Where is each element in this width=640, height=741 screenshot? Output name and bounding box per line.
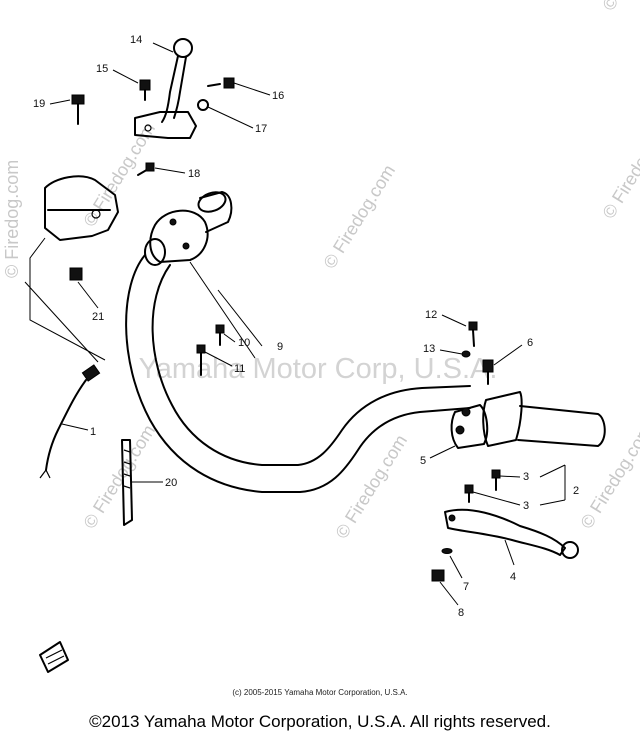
callout-2: 2: [573, 485, 579, 497]
callout-8: 8: [458, 607, 464, 619]
holder-screws: [196, 324, 225, 376]
callout-6: 6: [527, 337, 533, 349]
reference-corner-icon: [39, 641, 69, 673]
callout-12: 12: [425, 309, 437, 321]
callout-3-upper: 3: [523, 471, 529, 483]
callout-9: 9: [277, 341, 283, 353]
callout-3-lower: 3: [523, 500, 529, 512]
watermark-firedog-top-right: © Firedog.com: [598, 0, 640, 14]
callout-18: 18: [188, 168, 200, 180]
callout-20: 20: [165, 477, 177, 489]
callout-labels: 14 15 16 17 19 18 21 10 9 11 1 20 12 13 …: [33, 34, 579, 619]
callout-11: 11: [234, 363, 245, 375]
callout-16: 16: [272, 90, 284, 102]
firedog-watermarks: © Firedog.com © Firedog.com © Firedog.co…: [2, 0, 640, 542]
lever-holder-assembly: [450, 391, 606, 449]
watermark-yamaha: Yamaha Motor Corp, U.S.A.: [139, 353, 498, 385]
callout-10: 10: [238, 337, 250, 349]
callout-4: 4: [510, 571, 516, 583]
watermark-firedog-upper-center: © Firedog.com: [319, 161, 399, 272]
right-fasteners: [431, 321, 501, 582]
watermark-firedog-upper-right: © Firedog.com: [598, 111, 640, 222]
throttle-cable: [39, 364, 101, 479]
callout-21: 21: [92, 311, 104, 323]
watermark-firedog-lower-center: © Firedog.com: [331, 431, 411, 542]
callout-13: 13: [423, 343, 435, 355]
lever: [444, 508, 579, 559]
callout-1: 1: [90, 426, 96, 438]
watermark-firedog-lower-right: © Firedog.com: [576, 421, 640, 532]
throttle-grip-assembly: [144, 191, 233, 266]
small-copyright: (c) 2005-2015 Yamaha Motor Corporation, …: [232, 688, 408, 697]
left-bracket-assembly: [44, 94, 155, 281]
handlebar: [125, 254, 471, 493]
callout-7: 7: [463, 581, 469, 593]
leader-lines: [24, 42, 566, 606]
callout-14: 14: [130, 34, 142, 46]
watermark-firedog-left: © Firedog.com: [2, 160, 22, 278]
callout-19: 19: [33, 98, 45, 110]
upper-bracket-assembly: [134, 38, 235, 139]
callout-5: 5: [420, 455, 426, 467]
callout-17: 17: [255, 123, 267, 135]
part-20: [121, 439, 133, 526]
footer-copyright: ©2013 Yamaha Motor Corporation, U.S.A. A…: [89, 712, 551, 731]
callout-15: 15: [96, 63, 108, 75]
